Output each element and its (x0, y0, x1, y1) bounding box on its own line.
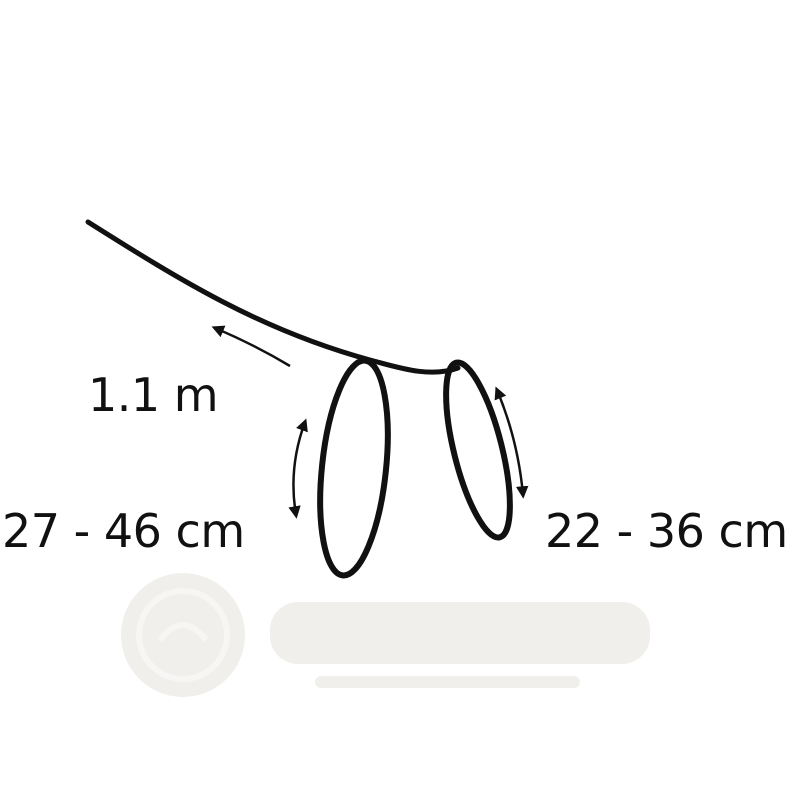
neck-loop (317, 357, 391, 579)
chest-loop-range-label: 22 - 36 cm (545, 504, 788, 558)
chest-double-arrow-icon (494, 386, 529, 499)
neck-double-arrow-icon (288, 418, 308, 519)
leash-line (85, 219, 461, 375)
leash-length-label: 1.1 m (88, 368, 219, 422)
neck-loop-range-label: 27 - 46 cm (2, 504, 245, 558)
chest-loop (443, 359, 513, 541)
leash-arrow-icon (211, 325, 291, 368)
